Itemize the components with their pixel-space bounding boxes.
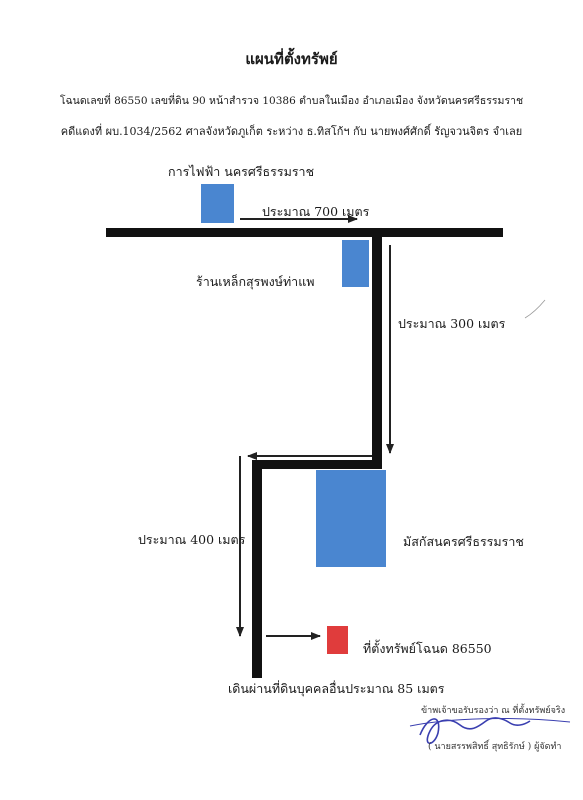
signer-name: ( นายสรรพสิทธิ์ สุทธิรักษ์ ) ผู้จัดทำ (428, 742, 562, 752)
signature-scribble (419, 717, 531, 745)
signature-underline (409, 718, 571, 727)
power-office-label: การไฟฟ้า นครศรีธรรมราช (168, 164, 315, 179)
case-info-line: คดีแดงที่ ผบ.1034/2562 ศาลจังหวัดภูเก็ต … (60, 125, 523, 138)
pen-mark (524, 299, 546, 319)
distance-700-label: ประมาณ 700 เมตร (262, 204, 370, 219)
hardware-store-label: ร้านเหล็กสุรพงษ์ท่าแพ (196, 274, 315, 289)
connector-road (252, 460, 382, 469)
power-office-block (201, 184, 234, 223)
mosque-block (316, 470, 386, 567)
main-road (106, 228, 503, 237)
distance-300-label: ประมาณ 300 เมตร (398, 316, 506, 331)
property-label: ที่ตั้งทรัพย์โฉนด 86550 (363, 641, 492, 656)
lane-vertical (252, 460, 262, 678)
distance-400-label: ประมาณ 400 เมตร (138, 532, 246, 547)
hardware-store-block (342, 240, 369, 287)
property-marker (327, 626, 348, 654)
distance-85-label: เดินผ่านที่ดินบุคคลอื่นประมาณ 85 เมตร (228, 681, 445, 696)
map-title: แผนที่ตั้งทรัพย์ (245, 50, 338, 68)
deed-info-line: โฉนดเลขที่ 86550 เลขที่ดิน 90 หน้าสำรวจ … (59, 95, 524, 107)
side-road-vertical (372, 232, 382, 468)
mosque-label: มัสกัสนครศรีธรรมราช (403, 534, 524, 549)
certify-note: ข้าพเจ้าขอรับรองว่า ณ ที่ตั้งทรัพย์จริง (421, 706, 566, 716)
